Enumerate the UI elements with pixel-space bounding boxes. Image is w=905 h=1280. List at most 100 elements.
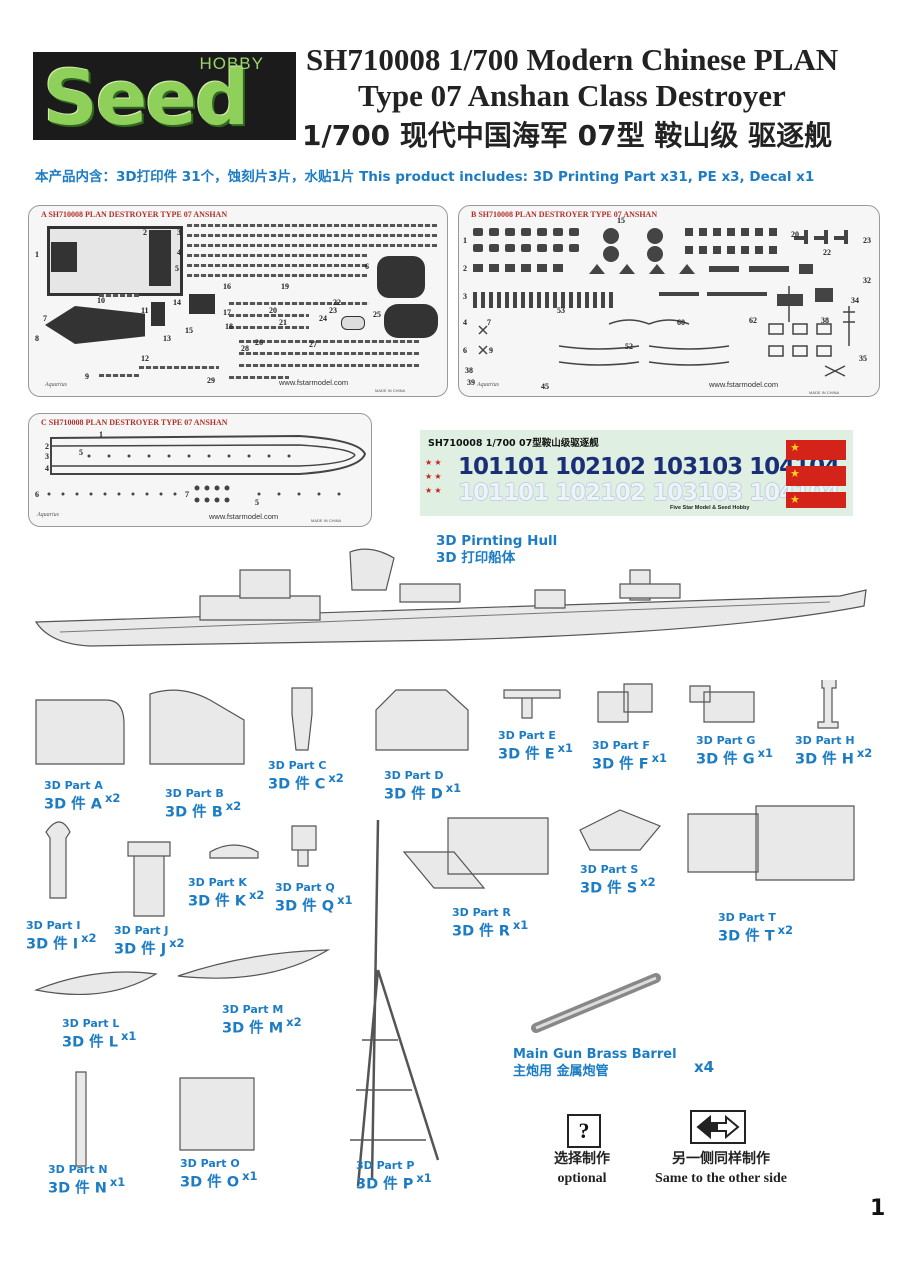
deck-block-part [51, 242, 77, 272]
railing-part [239, 364, 419, 367]
fret-url: www.fstarmodel.com [209, 512, 279, 521]
seed-hobby-logo: Seed HOBBY [33, 52, 296, 142]
logo-text: Seed [43, 53, 249, 142]
ring-part [341, 316, 365, 330]
part-number: 20 [791, 230, 799, 239]
turret-plate-part [384, 304, 438, 338]
brass-barrel-en: Main Gun Brass Barrel [513, 1047, 677, 1062]
railing-part [229, 314, 309, 317]
part-number: 2 [143, 228, 147, 237]
part-number: 1 [35, 250, 39, 259]
pe-fret-b: B SH710008 PLAN DESTROYER TYPE 07 ANSHAN [458, 205, 880, 397]
part-number: 11 [141, 306, 149, 315]
part-number: 4 [177, 248, 181, 257]
optional-zh: 选择制作 [554, 1152, 610, 1167]
small-block-part [189, 294, 215, 314]
logo-subtext: HOBBY [199, 54, 264, 73]
fret-url: www.fstarmodel.com [709, 380, 779, 389]
railing-part [239, 352, 419, 355]
railing-part [187, 224, 437, 227]
optional-legend: 选择制作 optional [546, 1150, 618, 1188]
railing-part [187, 254, 367, 257]
railing-part [187, 244, 437, 247]
contents-line: 本产品内含：3D打印件 31个，蚀刻片3片，水贴1片 This product … [35, 169, 815, 185]
decal-stars: ★ ★ [425, 486, 442, 495]
railing-part [229, 302, 369, 305]
railing-part [239, 340, 419, 343]
part-number: 6 [35, 490, 39, 499]
part-number: 53 [557, 306, 565, 315]
part-number: 27 [309, 340, 317, 349]
brass-barrel-label: Main Gun Brass Barrel 主炮用 金属炮管 [513, 1046, 677, 1080]
same-zh: 另一侧同样制作 [672, 1152, 770, 1167]
part-number: 1 [99, 430, 103, 439]
hull-label-zh: 3D 打印船体 [436, 550, 516, 566]
part-number: 39 [467, 378, 475, 387]
fret-signature: Aquarius [37, 512, 60, 518]
decal-title: SH710008 1/700 07型鞍山级驱逐舰 [428, 438, 599, 449]
part-number: 15 [617, 216, 625, 225]
part-number: 13 [163, 334, 171, 343]
part-number: 9 [85, 372, 89, 381]
part-number: 2 [463, 264, 467, 273]
fret-b-label: B SH710008 PLAN DESTROYER TYPE 07 ANSHAN [471, 210, 658, 219]
hull-drawing [34, 548, 867, 647]
part-number: 4 [463, 318, 467, 327]
part-number: 34 [851, 296, 859, 305]
part-number: 23 [863, 236, 871, 245]
part-number: 26 [255, 338, 263, 347]
naval-flag-decal [786, 466, 846, 486]
part-number: 29 [207, 376, 215, 385]
fret-c-parts [47, 434, 367, 503]
decal-stars: ★ ★ [425, 472, 442, 481]
fret-made-in: MADE IN CHINA [809, 390, 840, 395]
title-line-3: 1/700 现代中国海军 07型 鞍山级 驱逐舰 [302, 119, 833, 152]
part-number: 52 [625, 342, 633, 351]
part-number: 38 [465, 366, 473, 375]
same-en: Same to the other side [655, 1171, 787, 1186]
railing-part [139, 366, 219, 369]
part-number: 22 [333, 298, 341, 307]
part-number: 16 [223, 282, 231, 291]
page-number: 1 [870, 1196, 886, 1221]
decal-hull-numbers-dark: 101101 102102 103103 104104 [458, 454, 840, 480]
part-number: 32 [863, 276, 871, 285]
title-line-2: Type 07 Anshan Class Destroyer [358, 78, 786, 113]
part-number: 3 [463, 292, 467, 301]
part-number: 7 [487, 318, 491, 327]
part-number: 15 [185, 326, 193, 335]
part-number: 10 [97, 296, 105, 305]
part-number: 5 [175, 264, 179, 273]
naval-flag-decal [786, 492, 846, 508]
part-number: 21 [279, 318, 287, 327]
decal-hull-numbers-white: 101101 102102 103103 104104 [458, 480, 840, 506]
parts-drawings [33, 680, 855, 1187]
optional-en: optional [557, 1171, 607, 1186]
part-number: 6 [463, 346, 467, 355]
part-number: 4 [45, 464, 49, 473]
deck-block-part [149, 230, 171, 286]
fret-signature: Aquarius [477, 382, 500, 388]
pe-fret-c: C SH710008 PLAN DESTROYER TYPE 07 ANSHAN… [28, 413, 372, 527]
part-number: 8 [35, 334, 39, 343]
railing-part [187, 234, 437, 237]
turret-plate-part [377, 256, 425, 298]
decal-sheet: SH710008 1/700 07型鞍山级驱逐舰 ★ ★ ★ ★ ★ ★ 101… [420, 430, 853, 516]
fret-c-label: C SH710008 PLAN DESTROYER TYPE 07 ANSHAN [41, 418, 228, 427]
part-number: 62 [749, 316, 757, 325]
railing-part [187, 264, 367, 267]
part-number: 28 [241, 344, 249, 353]
part-number: 18 [225, 322, 233, 331]
